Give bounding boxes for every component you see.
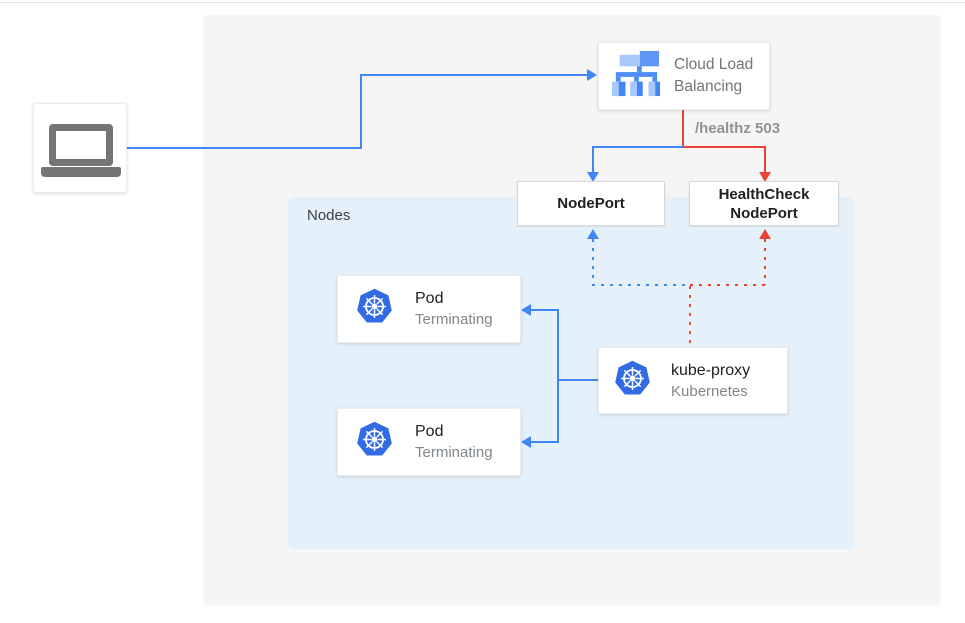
pods-riser-line: [557, 309, 559, 443]
client-to-lb-line: [360, 74, 588, 76]
nodeport-node: NodePort: [517, 181, 665, 226]
pod2-status: Terminating: [415, 444, 493, 461]
dotted-red-horizontal: [690, 284, 766, 286]
arrow-into-pod1: [521, 304, 531, 316]
arrow-into-pod2: [521, 436, 531, 448]
pod1-stub-line: [529, 309, 559, 311]
load-balancer-icon: [612, 50, 660, 103]
kube-proxy-dotted-trunk: [689, 286, 691, 347]
kubernetes-icon: [614, 360, 651, 402]
pod1-status: Terminating: [415, 311, 493, 328]
pod2-stub-line: [529, 441, 559, 443]
arrow-into-healthcheck-nodeport: [759, 172, 771, 182]
healthz-line-vertical: [682, 110, 684, 148]
healthcheck-nodeport-node: HealthCheck NodePort: [689, 181, 839, 226]
lb-to-nodeport-vertical: [592, 146, 594, 173]
arrow-into-nodeport: [587, 172, 599, 182]
pod1-title: Pod: [415, 290, 444, 307]
nodes-group-label: Nodes: [307, 207, 351, 224]
pod2-title: Pod: [415, 423, 444, 440]
cloud-load-balancing-node: Cloud Load Balancing: [598, 42, 770, 110]
healthz-status-label: /healthz 503: [695, 120, 781, 137]
dotted-arrow-into-healthcheck: [759, 229, 771, 239]
client-line-horizontal: [126, 147, 361, 149]
cloud-load-balancing-label: Cloud Load Balancing: [674, 56, 754, 95]
arrow-into-load-balancer: [587, 69, 597, 81]
pod2-node: Pod Terminating: [337, 408, 521, 476]
healthz-line-down: [764, 146, 766, 173]
kube-proxy-subtitle: Kubernetes: [671, 382, 748, 400]
kube-proxy-connector: [557, 379, 598, 381]
dotted-arrow-into-nodeport: [587, 229, 599, 239]
dotted-blue-horizontal: [592, 284, 690, 286]
client-node: [33, 103, 127, 193]
kube-proxy-title: kube-proxy: [671, 361, 751, 379]
client-line-vertical: [360, 74, 362, 149]
kubernetes-icon: [356, 421, 393, 463]
kube-proxy-node: kube-proxy Kubernetes: [598, 347, 788, 414]
top-divider: [0, 2, 965, 3]
kubernetes-icon: [356, 288, 393, 330]
healthz-line-horizontal: [682, 146, 766, 148]
dotted-red-vertical: [764, 239, 766, 285]
pod1-node: Pod Terminating: [337, 275, 521, 343]
dotted-blue-vertical: [592, 239, 594, 285]
lb-to-nodeport-horizontal: [592, 146, 684, 148]
